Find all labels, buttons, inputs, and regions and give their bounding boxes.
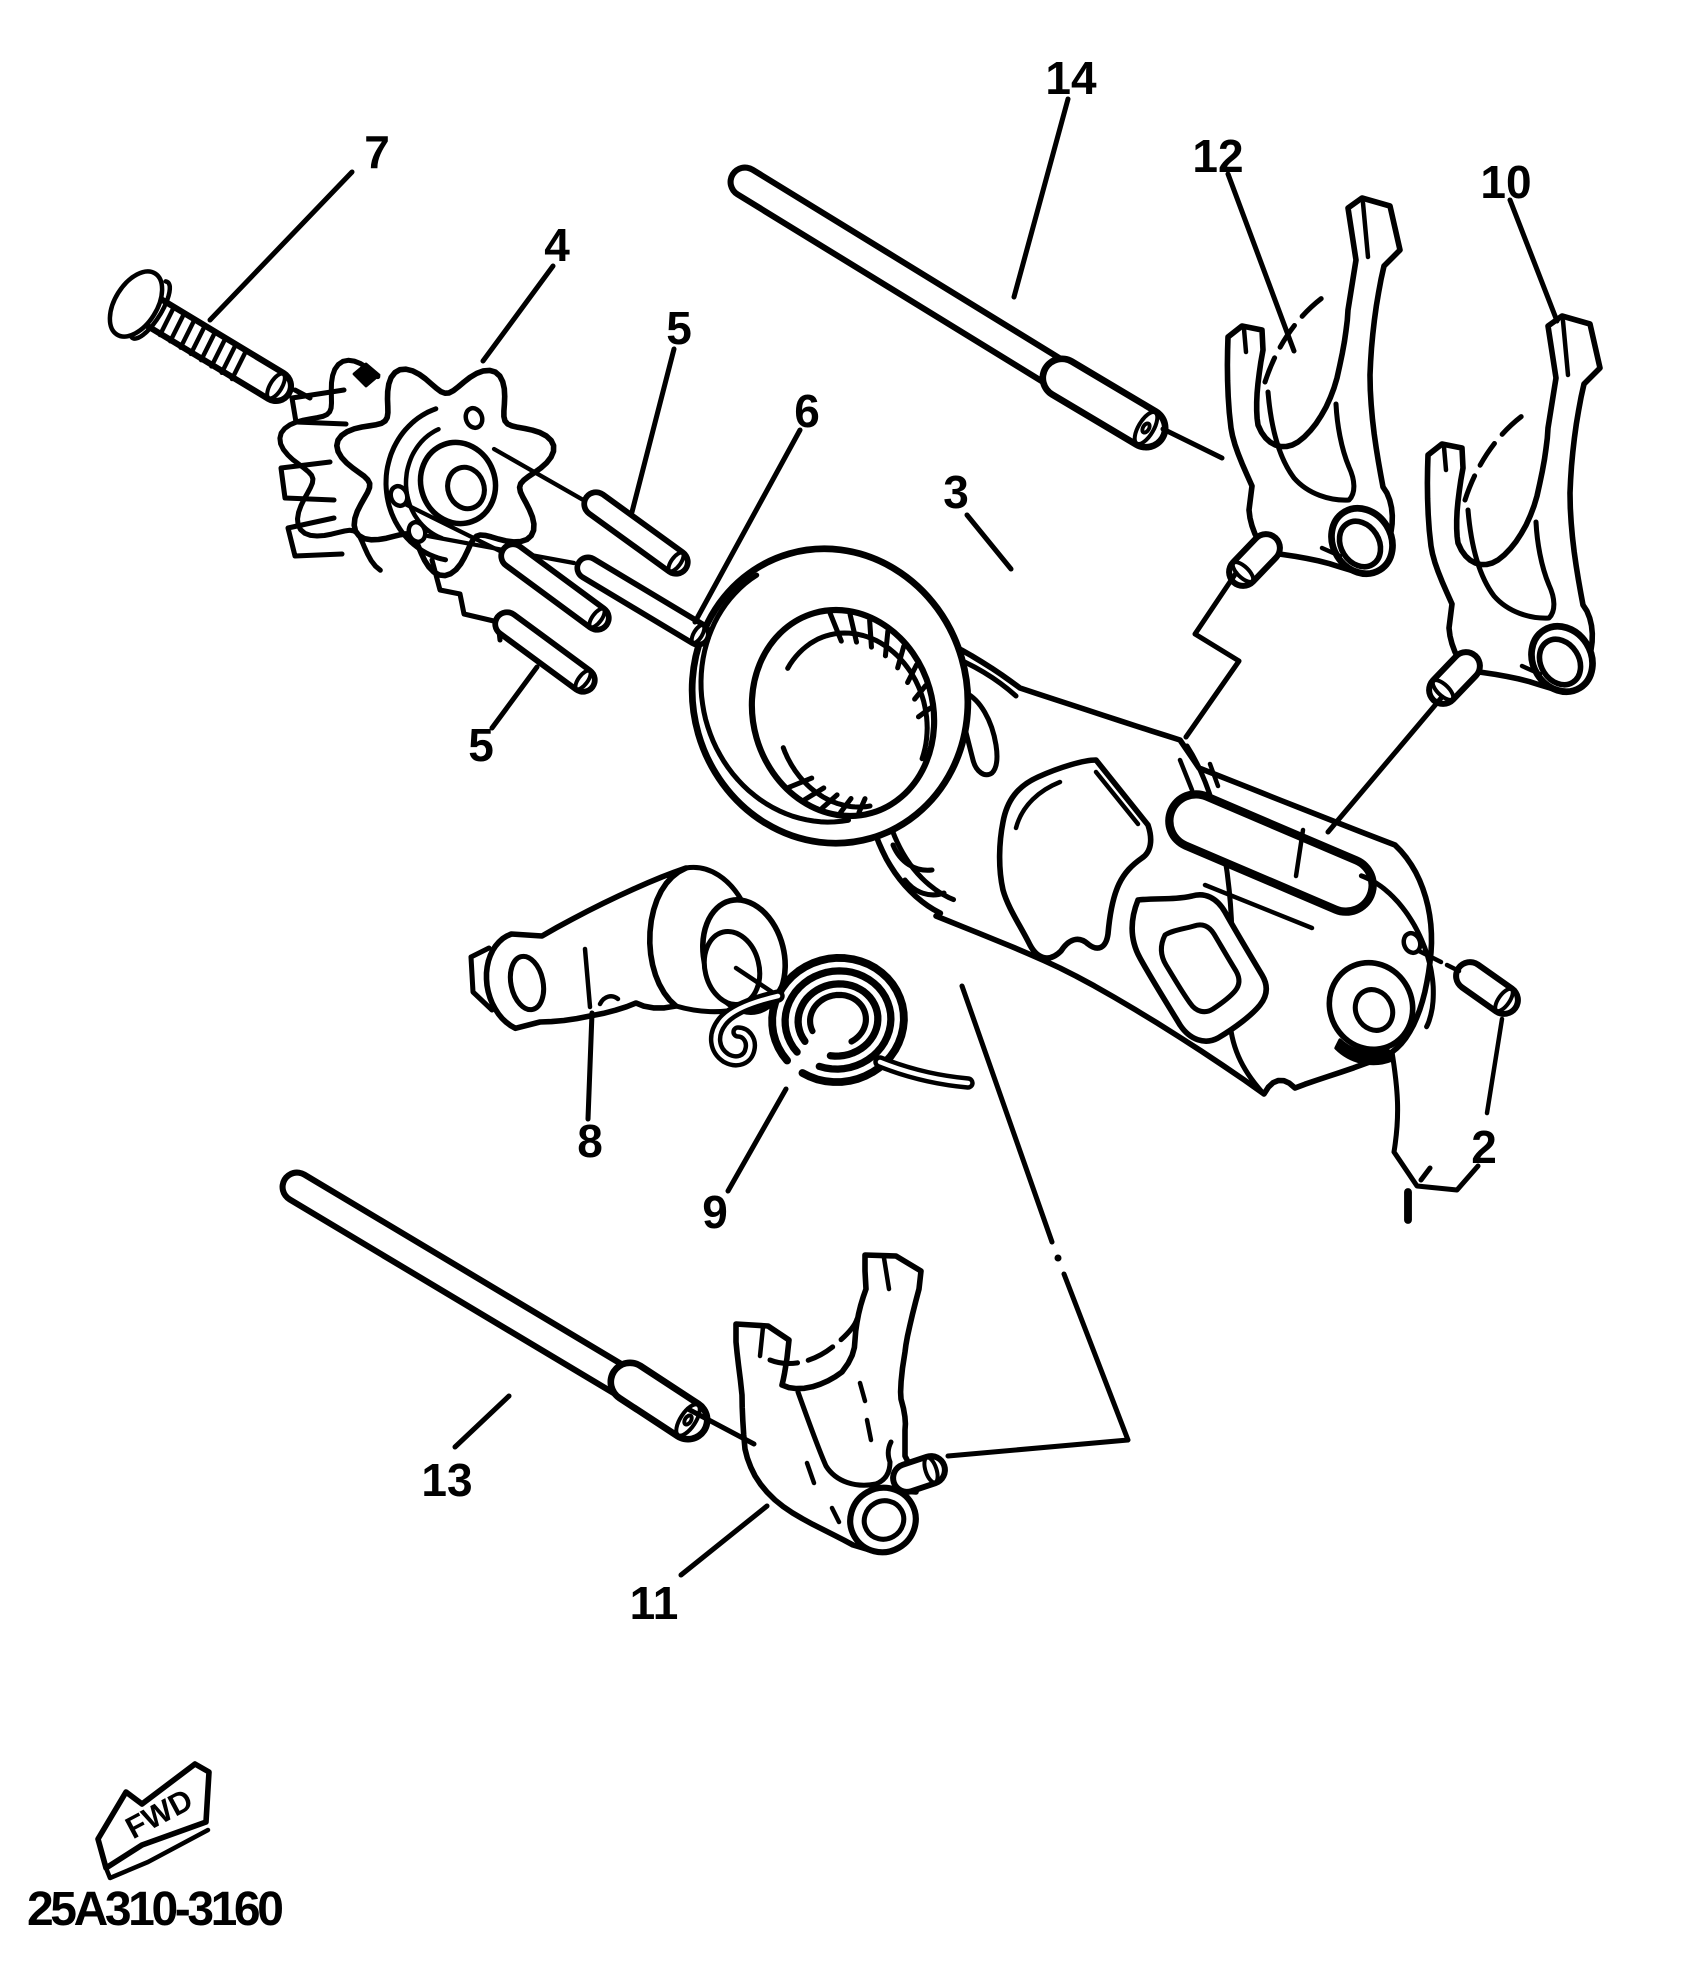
svg-text:25A310-3160: 25A310-3160 bbox=[27, 1883, 282, 1936]
svg-text:13: 13 bbox=[421, 1454, 472, 1506]
svg-text:5: 5 bbox=[666, 302, 692, 354]
svg-text:10: 10 bbox=[1480, 156, 1531, 208]
svg-text:8: 8 bbox=[577, 1115, 603, 1167]
svg-text:11: 11 bbox=[630, 1577, 679, 1629]
svg-text:14: 14 bbox=[1045, 52, 1097, 104]
svg-text:9: 9 bbox=[702, 1186, 728, 1238]
svg-text:12: 12 bbox=[1192, 130, 1243, 182]
svg-text:3: 3 bbox=[943, 466, 969, 518]
svg-text:7: 7 bbox=[364, 126, 390, 178]
svg-text:2: 2 bbox=[1471, 1121, 1497, 1173]
svg-text:4: 4 bbox=[544, 219, 570, 271]
